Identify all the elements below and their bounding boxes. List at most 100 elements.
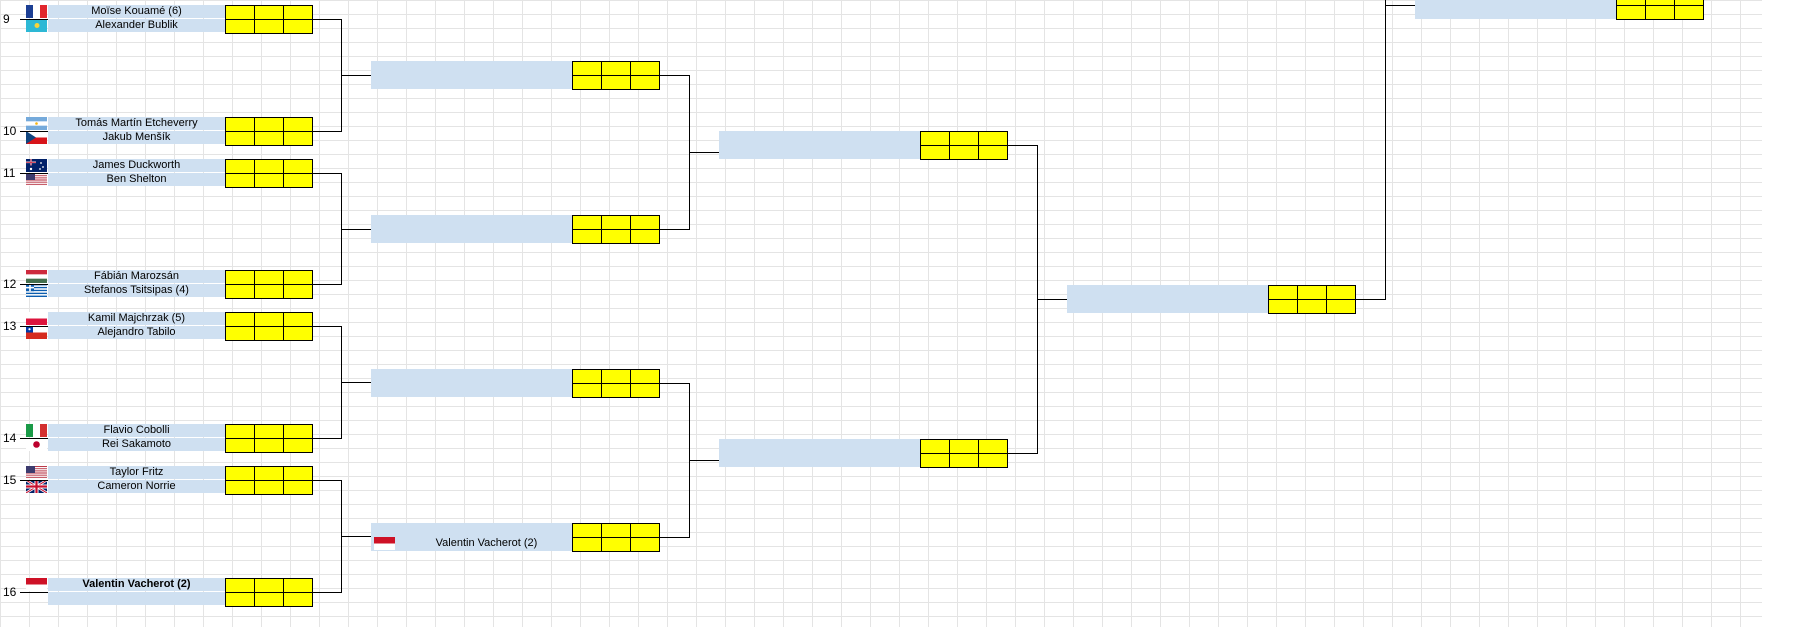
score-cell[interactable] <box>255 439 284 453</box>
score-cell[interactable] <box>226 425 255 439</box>
r2-slot[interactable] <box>371 215 573 243</box>
score-cell[interactable] <box>631 524 660 538</box>
score-cell[interactable] <box>950 132 979 146</box>
score-cell[interactable] <box>284 271 313 285</box>
score-cell[interactable] <box>226 6 255 20</box>
score-cell[interactable] <box>255 6 284 20</box>
player-name-cell[interactable]: Ben Shelton <box>48 173 225 186</box>
score-cell[interactable] <box>226 20 255 34</box>
score-cell[interactable] <box>226 271 255 285</box>
player-name-cell[interactable]: Tomás Martín Etcheverry <box>48 117 225 130</box>
score-cell[interactable] <box>602 370 631 384</box>
score-cell[interactable] <box>1298 286 1327 300</box>
score-cell[interactable] <box>602 384 631 398</box>
score-cell[interactable] <box>1675 0 1704 6</box>
score-cell[interactable] <box>255 174 284 188</box>
player-name-cell[interactable]: Flavio Cobolli <box>48 424 225 437</box>
score-cell[interactable] <box>602 538 631 552</box>
score-cell[interactable] <box>284 327 313 341</box>
score-cell[interactable] <box>284 6 313 20</box>
score-cell[interactable] <box>1646 0 1675 6</box>
score-cell[interactable] <box>573 538 602 552</box>
score-cell[interactable] <box>979 146 1008 160</box>
score-cell[interactable] <box>226 132 255 146</box>
score-cell[interactable] <box>921 146 950 160</box>
score-cell[interactable] <box>284 160 313 174</box>
score-cell[interactable] <box>284 593 313 607</box>
player-name-cell[interactable]: Rei Sakamoto <box>48 438 225 451</box>
score-cell[interactable] <box>631 384 660 398</box>
score-cell[interactable] <box>979 132 1008 146</box>
score-cell[interactable] <box>602 76 631 90</box>
score-cell[interactable] <box>255 285 284 299</box>
player-name-cell[interactable]: James Duckworth <box>48 159 225 172</box>
score-cell[interactable] <box>950 454 979 468</box>
score-cell[interactable] <box>573 370 602 384</box>
qf-slot[interactable] <box>719 131 921 159</box>
score-cell[interactable] <box>284 467 313 481</box>
score-cell[interactable] <box>284 285 313 299</box>
r2-slot[interactable] <box>371 369 573 397</box>
score-cell[interactable] <box>602 216 631 230</box>
score-cell[interactable] <box>573 230 602 244</box>
score-cell[interactable] <box>631 62 660 76</box>
player-name-cell[interactable]: Taylor Fritz <box>48 466 225 479</box>
score-cell[interactable] <box>573 384 602 398</box>
score-cell[interactable] <box>226 118 255 132</box>
score-cell[interactable] <box>1269 300 1298 314</box>
score-cell[interactable] <box>631 230 660 244</box>
score-cell[interactable] <box>950 146 979 160</box>
score-cell[interactable] <box>255 425 284 439</box>
score-cell[interactable] <box>284 174 313 188</box>
score-cell[interactable] <box>255 271 284 285</box>
score-cell[interactable] <box>284 425 313 439</box>
score-cell[interactable] <box>602 230 631 244</box>
score-cell[interactable] <box>226 579 255 593</box>
score-cell[interactable] <box>1327 286 1356 300</box>
score-cell[interactable] <box>979 440 1008 454</box>
score-cell[interactable] <box>284 481 313 495</box>
score-cell[interactable] <box>631 76 660 90</box>
player-name-cell[interactable]: Alexander Bublik <box>48 19 225 32</box>
score-cell[interactable] <box>602 524 631 538</box>
score-cell[interactable] <box>284 579 313 593</box>
score-cell[interactable] <box>284 118 313 132</box>
score-cell[interactable] <box>255 132 284 146</box>
player-name-cell[interactable]: Jakub Menšík <box>48 131 225 144</box>
score-cell[interactable] <box>226 160 255 174</box>
score-cell[interactable] <box>284 439 313 453</box>
score-cell[interactable] <box>979 454 1008 468</box>
score-cell[interactable] <box>255 579 284 593</box>
score-cell[interactable] <box>226 327 255 341</box>
score-cell[interactable] <box>226 467 255 481</box>
score-cell[interactable] <box>1617 0 1646 6</box>
score-cell[interactable] <box>1269 286 1298 300</box>
score-cell[interactable] <box>950 440 979 454</box>
score-cell[interactable] <box>226 174 255 188</box>
score-cell[interactable] <box>631 370 660 384</box>
score-cell[interactable] <box>226 285 255 299</box>
score-cell[interactable] <box>1298 300 1327 314</box>
final-slot[interactable] <box>1415 0 1617 19</box>
player-name-cell[interactable]: Fábián Marozsán <box>48 270 225 283</box>
score-cell[interactable] <box>1675 6 1704 20</box>
qf-slot[interactable] <box>719 439 921 467</box>
score-cell[interactable] <box>284 20 313 34</box>
score-cell[interactable] <box>255 481 284 495</box>
score-cell[interactable] <box>284 132 313 146</box>
score-cell[interactable] <box>573 62 602 76</box>
sf-slot[interactable] <box>1067 285 1269 313</box>
r2-slot[interactable] <box>371 523 573 551</box>
score-cell[interactable] <box>226 439 255 453</box>
score-cell[interactable] <box>631 216 660 230</box>
score-cell[interactable] <box>255 327 284 341</box>
score-cell[interactable] <box>226 593 255 607</box>
score-cell[interactable] <box>255 467 284 481</box>
player-name-cell[interactable]: Kamil Majchrzak (5) <box>48 312 225 325</box>
score-cell[interactable] <box>573 216 602 230</box>
score-cell[interactable] <box>255 313 284 327</box>
score-cell[interactable] <box>255 593 284 607</box>
player-name-cell[interactable] <box>48 592 225 605</box>
advanced-player-name[interactable]: Valentin Vacherot (2) <box>435 537 538 549</box>
